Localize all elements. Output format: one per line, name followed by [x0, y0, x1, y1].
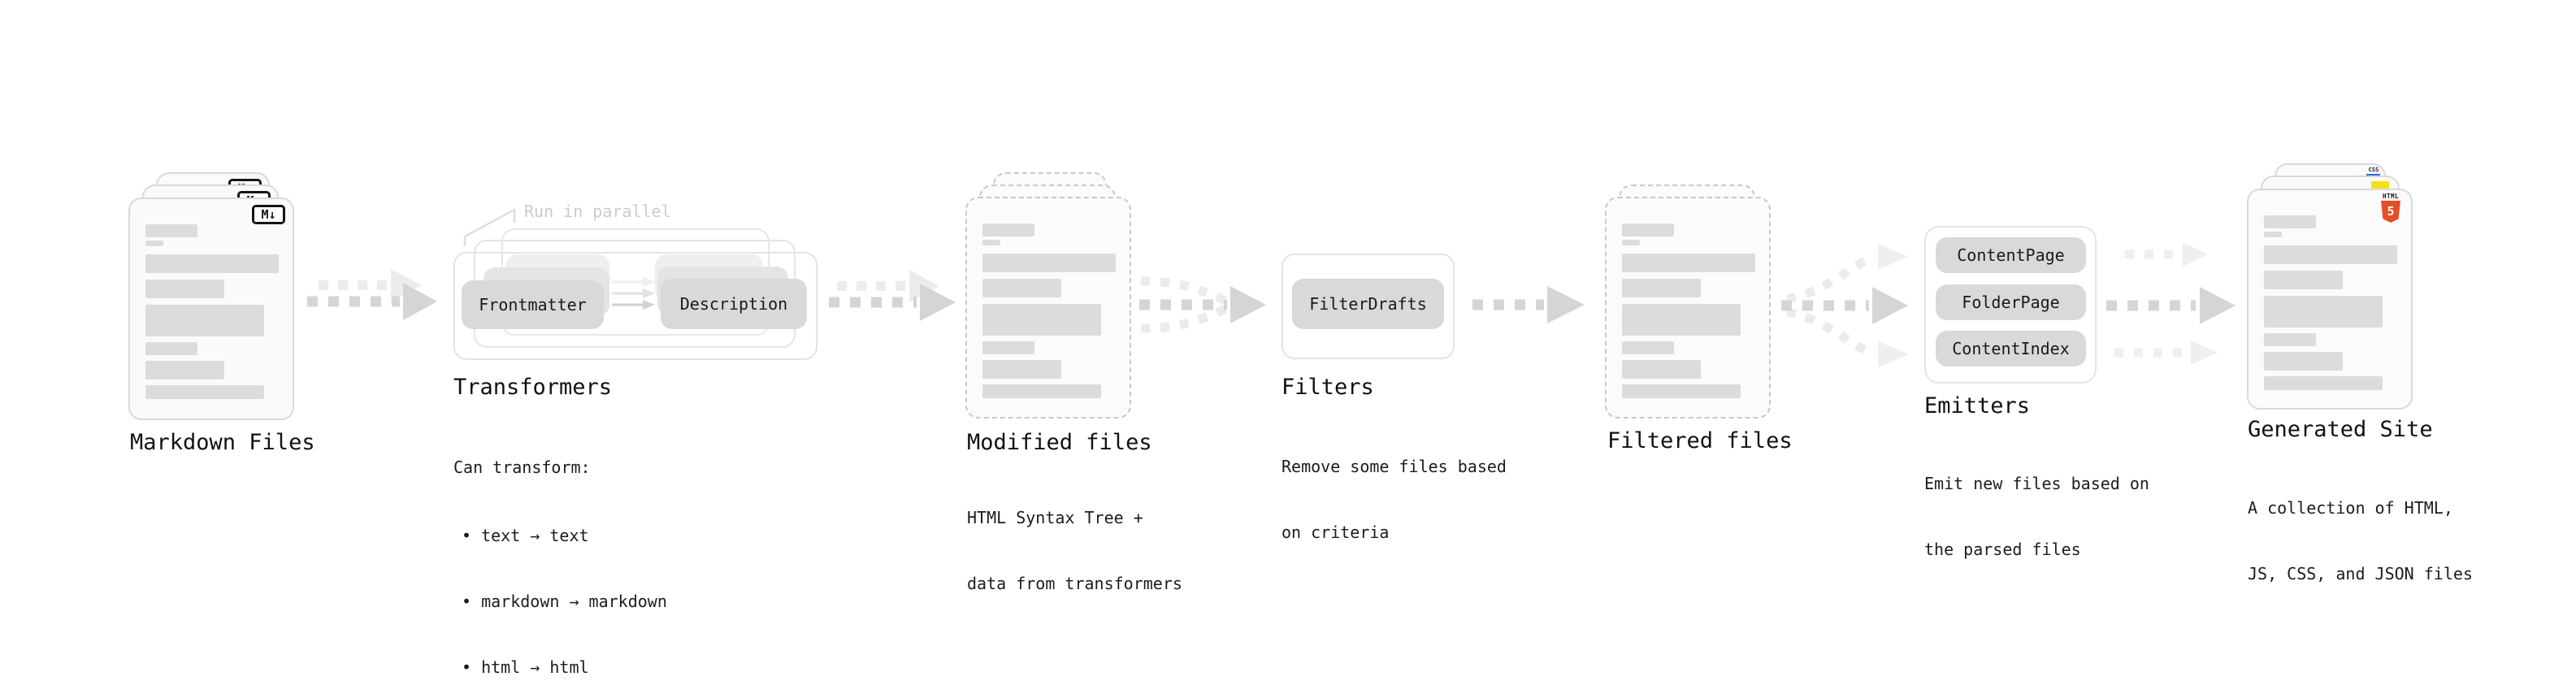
html5-badge-label: HTML [2382, 193, 2400, 200]
caption-line: Emit new files based on [1924, 474, 2149, 493]
skeleton-line [145, 241, 163, 246]
skeleton-line [1622, 279, 1701, 297]
caption-line: JS, CSS, and JSON files [2248, 564, 2473, 583]
transformer-box-front [453, 252, 817, 360]
skeleton-line [145, 361, 224, 380]
chip-flow-arrows [612, 277, 655, 310]
caption-line: the parsed files [1924, 540, 2081, 559]
js-badge [2371, 181, 2389, 189]
emitter-chip-content-index: ContentIndex [1936, 331, 2086, 367]
skeleton-line [145, 385, 264, 399]
caption-line: on criteria [1281, 523, 1390, 542]
skeleton-line [1622, 254, 1755, 272]
arrow-markdown-to-transformers [307, 269, 437, 320]
run-in-parallel-callout-line [463, 207, 516, 246]
emitters-label: Emitters [1924, 393, 2031, 419]
skeleton-line [982, 254, 1116, 272]
skeleton-line [145, 254, 279, 273]
caption-line: Remove some files based [1281, 457, 1507, 476]
caption-line: Can transform: [453, 458, 591, 477]
filtered-files-label: Filtered files [1607, 428, 1793, 453]
arrow-main [307, 283, 437, 320]
chip-flow-arrow-3 [612, 300, 655, 310]
skeleton-line [982, 223, 1034, 236]
file-card-front [965, 197, 1131, 419]
skeleton-line [982, 240, 1000, 245]
css-badge: CSS [2366, 167, 2381, 176]
file-card-front: M↓ [128, 197, 294, 420]
filters-label: Filters [1281, 375, 1374, 400]
caption-line: data from transformers [967, 574, 1182, 593]
skeleton-line [145, 305, 264, 336]
markdown-badge: M↓ [252, 205, 285, 224]
skeleton-line [982, 304, 1101, 336]
arrow-split-filtered-to-emitters [1781, 244, 1909, 367]
generated-site-caption: A collection of HTML, JS, CSS, and JSON … [2248, 453, 2473, 629]
skeleton-line [145, 342, 197, 355]
skeleton-line [1622, 240, 1640, 245]
skeleton-line [982, 360, 1061, 379]
skeleton-line [1622, 304, 1741, 336]
skeleton-line [2264, 271, 2343, 289]
bullet-item: • markdown → markdown [462, 592, 667, 611]
description-chip: Description [661, 279, 807, 329]
file-card-front [1605, 197, 1771, 419]
transformers-caption: Can transform: • text → text • markdown … [453, 413, 667, 681]
arrow-emitters-to-generated-middle [2106, 287, 2236, 324]
skeleton-line [2264, 232, 2282, 237]
modified-files-label: Modified files [967, 430, 1152, 455]
arrow-transformers-to-modified [829, 270, 956, 321]
arrow-emitters-to-generated-bottom [2114, 340, 2218, 365]
skeleton-line [145, 224, 197, 237]
chip-flow-arrow-2 [612, 288, 655, 298]
skeleton-line [2264, 376, 2383, 390]
skeleton-line [982, 384, 1101, 398]
emitter-chip-folder-page: FolderPage [1936, 284, 2086, 320]
bullet-item: • text → text [462, 526, 589, 545]
skeleton-line [982, 341, 1034, 354]
markdown-files-label: Markdown Files [130, 430, 315, 455]
skeleton-line [1622, 341, 1674, 354]
filters-caption: Remove some files based on criteria [1281, 412, 1507, 588]
frontmatter-chip: Frontmatter [462, 280, 604, 329]
arrow-filters-to-filtered [1472, 286, 1585, 323]
modified-files-caption: HTML Syntax Tree + data from transformer… [967, 463, 1182, 639]
skeleton-line [145, 280, 224, 298]
css-badge-bar [2366, 174, 2380, 176]
skeleton-line [2264, 296, 2383, 327]
chip-flow-arrow-1 [612, 277, 655, 287]
run-in-parallel-note: Run in parallel [524, 202, 671, 221]
skeleton-line [2264, 333, 2316, 346]
html5-badge: HTML 5 [2380, 193, 2401, 223]
arrow-emitters-to-generated-top [2125, 242, 2208, 267]
skeleton-line [2264, 352, 2343, 371]
filter-drafts-chip: FilterDrafts [1292, 279, 1444, 329]
emitter-chip-content-page: ContentPage [1936, 237, 2086, 273]
skeleton-line [1622, 384, 1741, 398]
arrow-main [829, 284, 956, 321]
skeleton-line [2264, 245, 2397, 264]
caption-line: A collection of HTML, [2248, 498, 2453, 518]
emitters-caption: Emit new files based on the parsed files [1924, 429, 2149, 605]
caption-line: HTML Syntax Tree + [967, 508, 1143, 527]
transformers-label: Transformers [453, 375, 613, 400]
skeleton-line [2264, 215, 2316, 228]
file-card-front: HTML 5 [2247, 189, 2413, 410]
skeleton-line [1622, 360, 1701, 379]
skeleton-line [982, 279, 1061, 297]
html5-shield-icon: 5 [2381, 201, 2400, 223]
generated-site-label: Generated Site [2248, 417, 2433, 442]
arrow-merge-modified-to-filters [1139, 276, 1266, 333]
css-badge-label: CSS [2368, 167, 2379, 173]
skeleton-line [1622, 223, 1674, 236]
bullet-item: • html → html [462, 657, 589, 677]
